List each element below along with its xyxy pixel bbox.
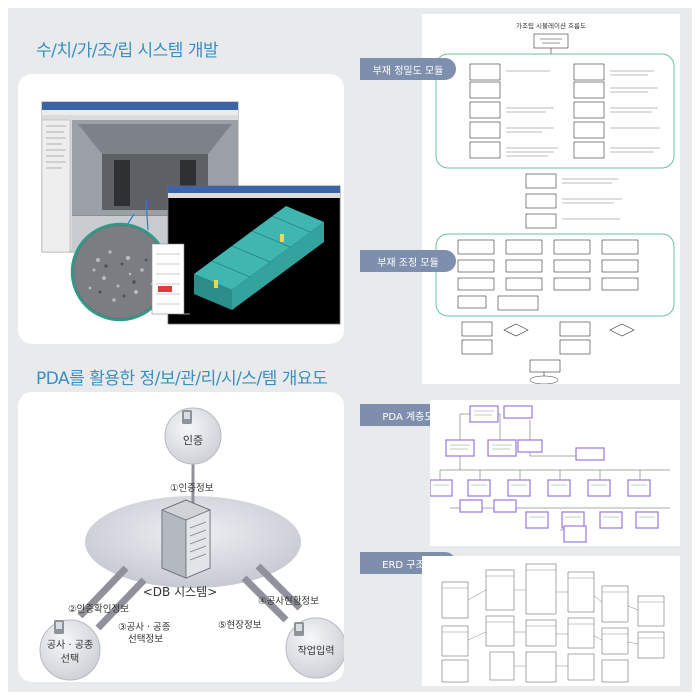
title-assembly-system: 수/치/가/조/립 시스템 개발	[36, 41, 219, 61]
pill-precision-module: 부재 정밀도 모듈	[360, 58, 456, 80]
erd-diagram	[441, 563, 665, 683]
cad-screenshot	[41, 101, 341, 325]
db-system-label: <DB 시스템>	[143, 585, 218, 599]
page-frame: 수/치/가/조/립 시스템 개발	[8, 8, 692, 692]
flowchart-diagram: 가조립 시뮬레이션 흐름도	[435, 21, 675, 385]
pill-adjust-module: 부재 조정 모듈	[360, 250, 456, 272]
flowchart-panel: 가조립 시뮬레이션 흐름도	[422, 14, 680, 385]
label-auth-confirm: ②인증확인정보	[68, 603, 129, 615]
title-pda-system: PDA를 활용한 정/보/관/리/시/스/템 개요도	[36, 369, 328, 389]
cad-screenshot-panel	[18, 74, 344, 344]
pda-icon-right	[294, 622, 304, 636]
pda-diagram-panel: 인증 공사 · 공종 선택 작업입력 <DB 시스템> ①인증정보 ②인증확인정…	[18, 392, 347, 682]
label-site-info: ⑤현장정보	[218, 620, 262, 631]
node-auth: 인증	[183, 434, 203, 447]
pda-icon-left	[54, 620, 64, 634]
label-work-select-info-line1: ③공사 · 공종	[118, 622, 171, 633]
server-icon	[161, 499, 211, 579]
flowchart-title: 가조립 시뮬레이션 흐름도	[516, 21, 586, 30]
label-work-select-info-line2: 선택정보	[128, 634, 163, 645]
pda-hierarchy-panel	[429, 400, 680, 546]
pda-hierarchy-diagram	[429, 405, 670, 543]
label-progress-info: ④공사현황정보	[258, 596, 319, 607]
pda-diagram: 인증 공사 · 공종 선택 작업입력 <DB 시스템> ①인증정보 ②인증확인정…	[39, 407, 347, 681]
pda-icon-top	[182, 410, 192, 424]
node-work-select-line1: 공사 · 공종	[47, 639, 93, 651]
node-work-input: 작업입력	[298, 644, 335, 657]
node-work-select-line2: 선택	[61, 653, 79, 665]
label-auth-info: ①인증정보	[170, 483, 214, 494]
erd-panel	[422, 556, 680, 686]
